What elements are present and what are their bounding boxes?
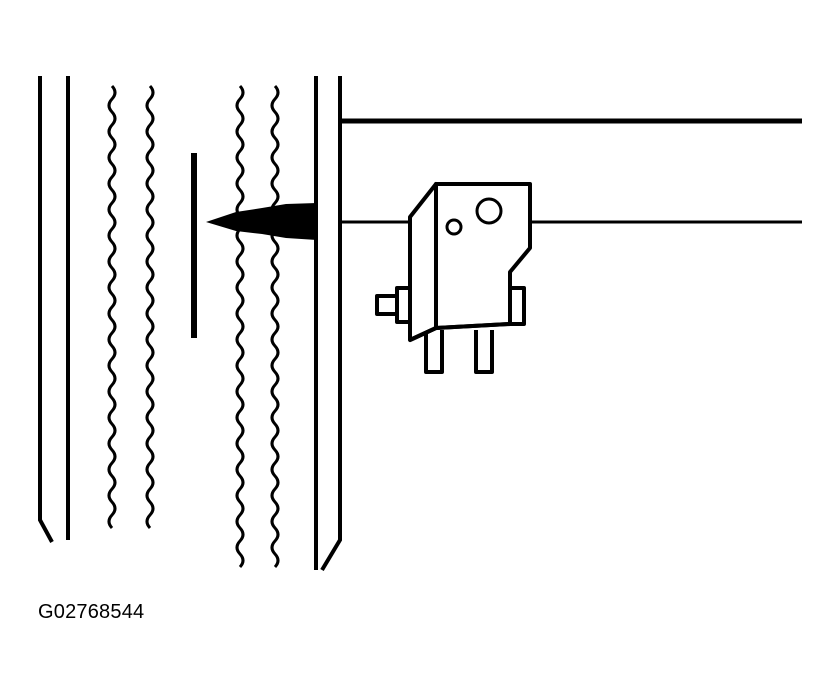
panel-edge-right [320, 76, 342, 572]
bracket-side-face [408, 182, 438, 342]
panel-edge [314, 76, 342, 572]
wavy-line-2 [145, 84, 155, 530]
wavy-line-4 [270, 84, 280, 569]
figure-id-label: G02768544 [38, 601, 145, 623]
right-collar [508, 286, 526, 326]
wavy-lines [107, 84, 280, 569]
mount-hole-large [475, 197, 503, 225]
bottom-pin-left [424, 330, 444, 374]
bottom-pin-right [474, 330, 494, 374]
sensor-bracket-icon [375, 182, 532, 374]
bracket-bottom-edge [409, 322, 511, 342]
arrow-left-icon [206, 203, 317, 240]
left-solid-lines [38, 76, 70, 543]
wavy-line-3 [235, 84, 245, 569]
mount-hole-small [445, 218, 463, 236]
wavy-line-1 [107, 84, 117, 530]
left-solid-line-1 [38, 76, 54, 543]
horizontal-rails [342, 118, 802, 224]
